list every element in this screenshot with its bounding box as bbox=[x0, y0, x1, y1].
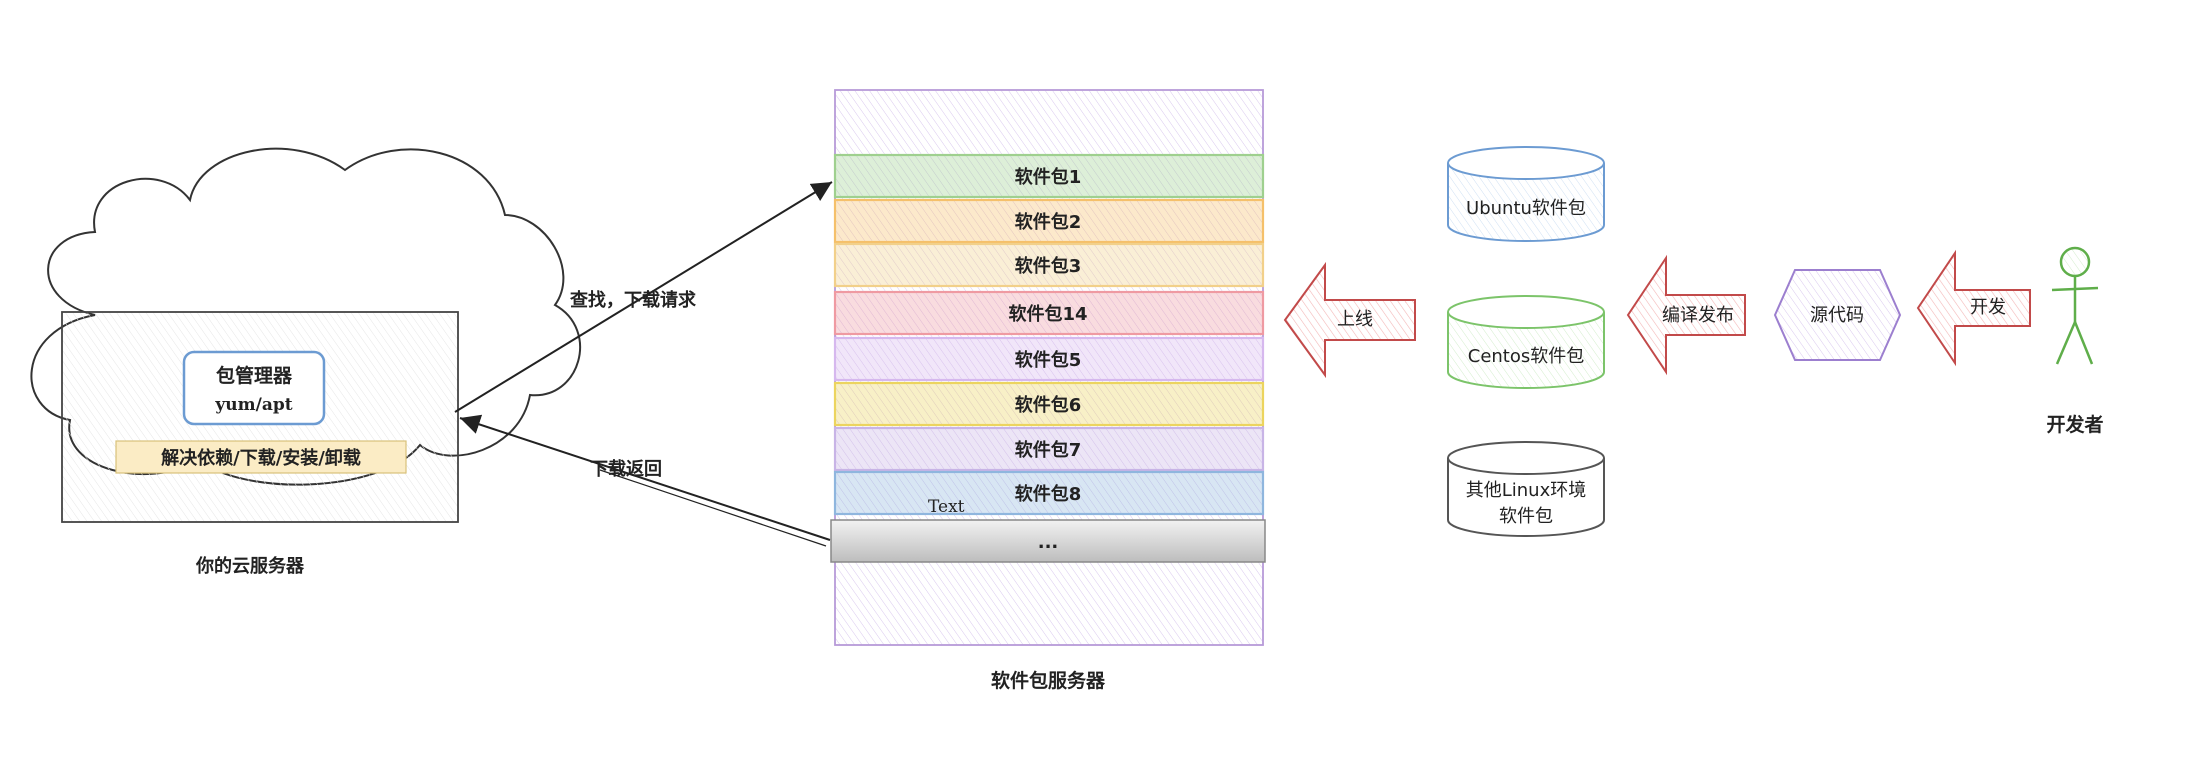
package-server-group: 软件包1 软件包2 软件包3 软件包14 软件包5 软件包6 软件包7 软件包8 ... Te… bbox=[830, 89, 1266, 692]
package-row bbox=[833, 290, 1265, 336]
more-packages-label: ... bbox=[1038, 532, 1059, 553]
cloud-server-group: 包管理器 yum/apt 解决依赖/下载/安装/卸载 你的云服务器 bbox=[30, 147, 581, 577]
package-row bbox=[833, 242, 1265, 288]
more-packages-bar bbox=[830, 519, 1266, 563]
package-row bbox=[833, 153, 1265, 199]
source-code-label: 源代码 bbox=[1810, 305, 1864, 326]
ubuntu-repo: Ubuntu软件包 bbox=[1447, 146, 1605, 242]
package-row-label: 软件包6 bbox=[1015, 394, 1082, 416]
package-manager-subtitle: yum/apt bbox=[214, 395, 292, 415]
package-row-label: 软件包8 bbox=[1015, 483, 1082, 505]
package-row-label: 软件包1 bbox=[1015, 166, 1082, 188]
request-label: 查找，下载请求 bbox=[570, 289, 697, 311]
package-manager-title: 包管理器 bbox=[216, 364, 293, 387]
compile-label: 编译发布 bbox=[1662, 305, 1734, 326]
package-list: 软件包1 软件包2 软件包3 软件包14 软件包5 软件包6 软件包7 软件包8 bbox=[833, 153, 1265, 516]
package-manager-box bbox=[182, 350, 326, 426]
package-row-label: 软件包7 bbox=[1015, 439, 1082, 461]
response-label: 下载返回 bbox=[590, 458, 662, 480]
developer-icon bbox=[2051, 246, 2099, 365]
package-row bbox=[833, 381, 1265, 427]
centos-repo-label: Centos软件包 bbox=[1468, 346, 1585, 367]
package-row-label: 软件包14 bbox=[1008, 303, 1087, 325]
ubuntu-repo-label: Ubuntu软件包 bbox=[1466, 198, 1586, 219]
request-arrow: 查找，下载请求 bbox=[454, 181, 833, 413]
cloud-server-caption: 你的云服务器 bbox=[195, 555, 305, 577]
package-row-label: 软件包2 bbox=[1015, 211, 1082, 233]
developer-label: 开发者 bbox=[2046, 413, 2103, 436]
package-server-caption: 软件包服务器 bbox=[991, 669, 1106, 692]
package-row-label: 软件包5 bbox=[1015, 349, 1082, 371]
functions-label: 解决依赖/下载/安装/卸载 bbox=[161, 447, 361, 469]
functions-box bbox=[115, 440, 407, 474]
package-row bbox=[833, 426, 1265, 472]
online-arrow: 上线 bbox=[1283, 261, 1416, 379]
other-linux-repo: 其他Linux环境 软件包 bbox=[1447, 441, 1605, 537]
develop-arrow: 开发 bbox=[1916, 249, 2031, 367]
package-row bbox=[833, 198, 1265, 244]
source-code-node: 源代码 bbox=[1773, 269, 1902, 361]
other-linux-repo-label-line1: 其他Linux环境 bbox=[1466, 480, 1587, 501]
other-linux-repo-label-line2: 软件包 bbox=[1499, 506, 1553, 527]
package-row bbox=[833, 336, 1265, 382]
compile-arrow: 编译发布 bbox=[1626, 254, 1746, 376]
develop-label: 开发 bbox=[1970, 297, 2006, 318]
centos-repo: Centos软件包 bbox=[1447, 295, 1605, 389]
online-label: 上线 bbox=[1337, 309, 1373, 330]
package-row-label: 软件包3 bbox=[1015, 255, 1082, 277]
response-arrow: 下载返回 bbox=[459, 414, 831, 547]
developer-figure: 开发者 bbox=[2046, 246, 2104, 436]
stray-text-label: Text bbox=[928, 497, 965, 517]
package-row bbox=[833, 470, 1265, 516]
